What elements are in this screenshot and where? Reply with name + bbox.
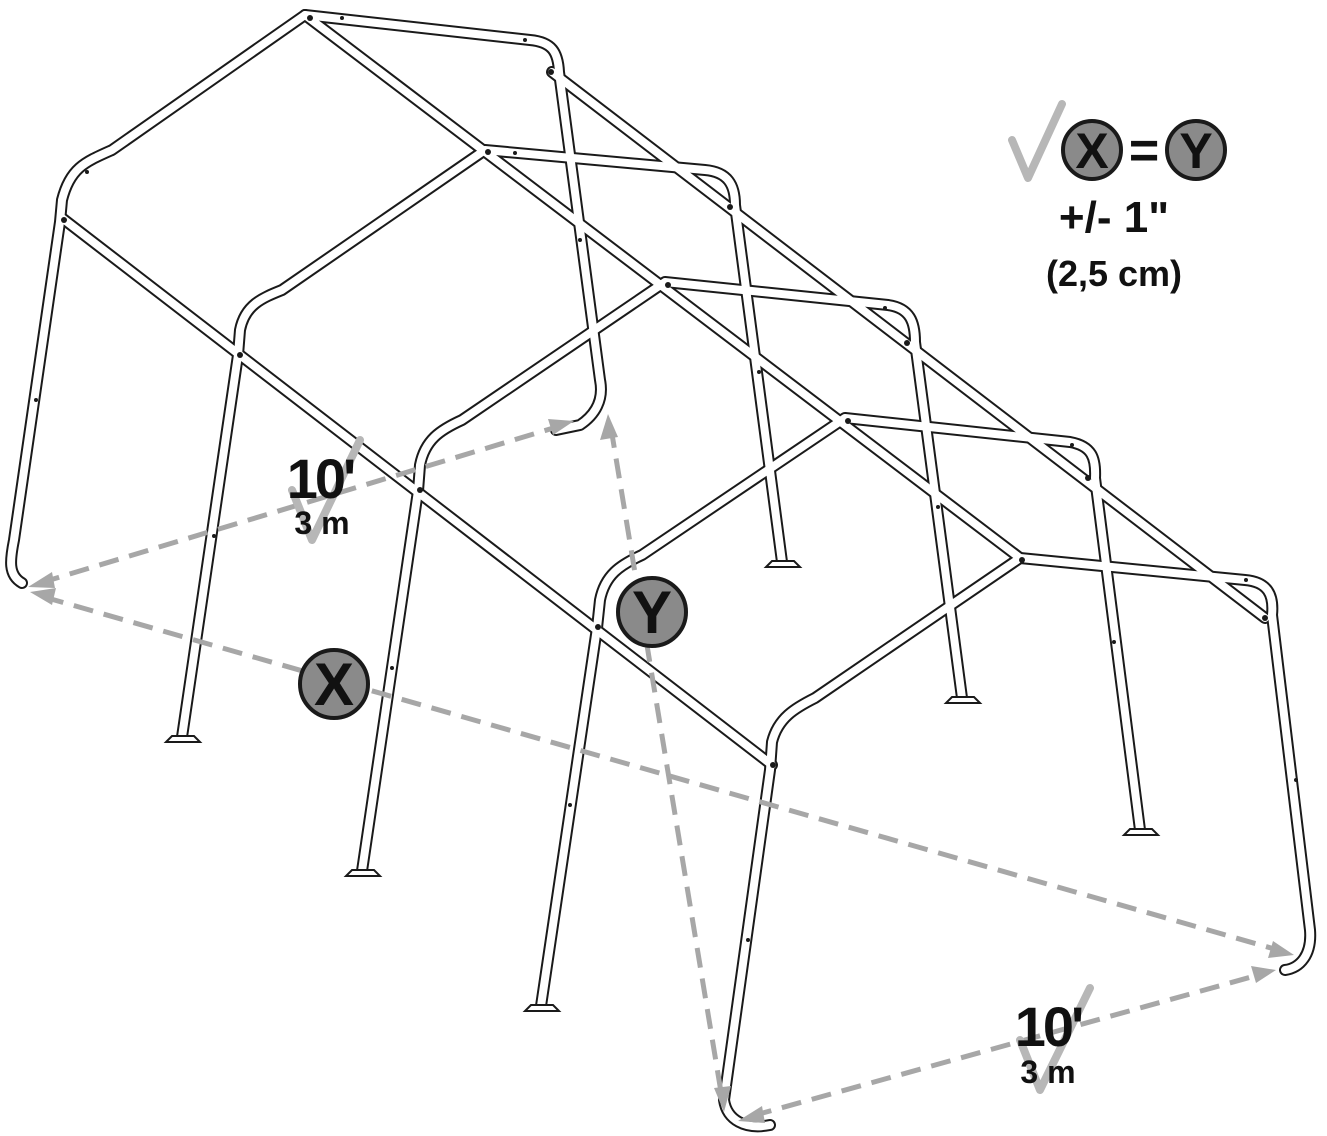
rafter-4 [535, 412, 1146, 1012]
checkmark-icon [1008, 100, 1066, 182]
checkmark-icon [1016, 984, 1094, 1094]
base-feet [163, 560, 1161, 1012]
arrowhead [600, 414, 618, 440]
foot-plate [943, 696, 983, 704]
tolerance-formula: X = Y +/- 1" (2,5 cm) [1008, 100, 1227, 294]
back-width-feet: 10' [287, 447, 354, 510]
arrowhead [1251, 966, 1276, 983]
arrowhead [1268, 941, 1294, 958]
formula-equals: = [1129, 122, 1159, 180]
diagonal-y-letter: Y [632, 579, 672, 646]
frame-structure [5, 9, 1317, 1133]
front-width-label: 10' 3 m [1015, 984, 1094, 1094]
tolerance-imperial: +/- 1" [1059, 193, 1169, 242]
front-width-meters: 3 m [1020, 1054, 1075, 1090]
arrowhead [738, 1106, 765, 1123]
front-width-line [751, 971, 1263, 1119]
back-width-line [39, 423, 561, 586]
diagonal-y-badge: Y [616, 576, 688, 648]
rafter-2 [176, 144, 788, 743]
rafter-3 [356, 276, 968, 877]
back-width-label: 10' 3 m [287, 436, 364, 544]
foot-plate [763, 560, 803, 568]
tolerance-metric: (2,5 cm) [1046, 253, 1182, 294]
diagonal-x-badge: X [298, 648, 370, 720]
formula-y-badge [1165, 119, 1227, 181]
diagonal-y-line [608, 427, 725, 1099]
arrowhead [548, 419, 574, 435]
back-width-meters: 3 m [294, 505, 349, 541]
arrowhead [714, 1086, 731, 1112]
dimension-lines [28, 414, 1294, 1123]
formula-x-badge [1061, 119, 1123, 181]
arrowhead [28, 572, 55, 588]
diagonal-x-letter: X [314, 651, 354, 718]
formula-y-letter: Y [1179, 123, 1212, 179]
diagonal-x-line [43, 594, 1279, 953]
checkmark-icon [288, 436, 364, 544]
foot-plate [163, 735, 203, 743]
foot-plate [343, 869, 383, 877]
front-width-feet: 10' [1015, 995, 1082, 1058]
foot-plate [522, 1004, 562, 1012]
arrowhead [30, 588, 56, 605]
foot-plate [1121, 828, 1161, 836]
formula-x-letter: X [1075, 123, 1108, 179]
joint-marks [34, 15, 1298, 942]
